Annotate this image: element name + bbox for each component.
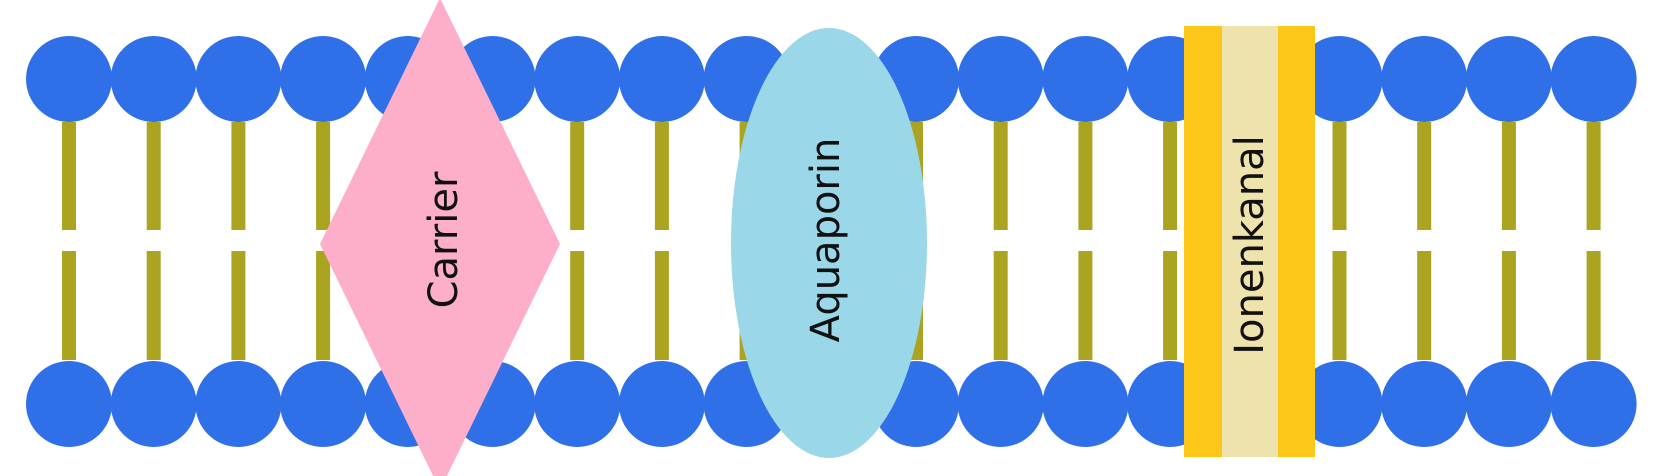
phosphate-head-bottom xyxy=(26,361,112,447)
phosphate-head-bottom xyxy=(1465,361,1552,447)
phosphate-head-bottom xyxy=(1296,361,1383,447)
fatty-acid-tail-lower xyxy=(1332,251,1347,360)
fatty-acid-tail-upper xyxy=(146,122,161,230)
phosphate-head-top xyxy=(280,36,367,122)
phosphate-head-bottom xyxy=(957,361,1044,447)
fatty-acid-tail-lower xyxy=(231,251,246,360)
fatty-acid-tail-lower xyxy=(654,251,669,360)
aquaporin-protein-shape xyxy=(731,28,927,458)
fatty-acid-tail-lower xyxy=(146,251,161,360)
fatty-acid-tail-upper xyxy=(1501,122,1516,230)
ion-channel-protein: Ionenkanal xyxy=(1184,26,1315,457)
fatty-acid-tail-lower xyxy=(316,251,331,360)
phosphate-head-top xyxy=(1550,36,1637,122)
phosphate-head-bottom xyxy=(1042,361,1129,447)
fatty-acid-tail-upper xyxy=(993,122,1008,230)
phosphate-head-top xyxy=(1381,36,1468,122)
fatty-acid-tail-upper xyxy=(1332,122,1347,230)
phosphate-head-bottom xyxy=(1550,361,1637,447)
fatty-acid-tail-upper xyxy=(570,122,585,230)
phosphate-head-top xyxy=(1296,36,1383,122)
ion-channel-pore xyxy=(1222,26,1278,457)
phosphate-head-bottom xyxy=(618,361,705,447)
fatty-acid-tail-upper xyxy=(1163,122,1178,230)
fatty-acid-tail-lower xyxy=(1078,251,1093,360)
aquaporin-label: Aquaporin xyxy=(803,138,849,343)
phosphate-head-bottom xyxy=(195,361,282,447)
phosphate-head-bottom xyxy=(110,361,197,447)
fatty-acid-tail-lower xyxy=(993,251,1008,360)
aquaporin-protein: Aquaporin xyxy=(731,28,927,458)
fatty-acid-tail-lower xyxy=(1417,251,1432,360)
fatty-acid-tail-upper xyxy=(62,122,76,230)
fatty-acid-tail-lower xyxy=(1586,251,1601,360)
fatty-acid-tail-lower xyxy=(570,251,585,360)
fatty-acid-tail-upper xyxy=(1417,122,1432,230)
fatty-acid-tail-lower xyxy=(1163,251,1178,360)
carrier-protein: Carrier xyxy=(320,0,560,476)
fatty-acid-tail-upper xyxy=(231,122,246,230)
phosphate-head-top xyxy=(1465,36,1552,122)
fatty-acid-tail-upper xyxy=(654,122,669,230)
phosphate-head-top xyxy=(618,36,705,122)
ion-channel-label: Ionenkanal xyxy=(1227,135,1273,355)
phosphate-head-bottom xyxy=(280,361,367,447)
phosphate-head-top xyxy=(957,36,1044,122)
fatty-acid-tail-upper xyxy=(316,122,331,230)
phosphate-head-bottom xyxy=(1381,361,1468,447)
phosphate-head-top xyxy=(195,36,282,122)
phosphate-head-bottom xyxy=(534,361,621,447)
carrier-label: Carrier xyxy=(421,171,467,308)
phosphate-head-top xyxy=(1042,36,1129,122)
phosphate-head-top xyxy=(110,36,197,122)
fatty-acid-tail-upper xyxy=(1586,122,1601,230)
fatty-acid-tail-upper xyxy=(1078,122,1093,230)
fatty-acid-tail-lower xyxy=(62,251,76,360)
phosphate-head-top xyxy=(534,36,621,122)
phosphate-head-top xyxy=(26,36,112,122)
fatty-acid-tail-lower xyxy=(1501,251,1516,360)
carrier-protein-shape xyxy=(320,0,560,476)
